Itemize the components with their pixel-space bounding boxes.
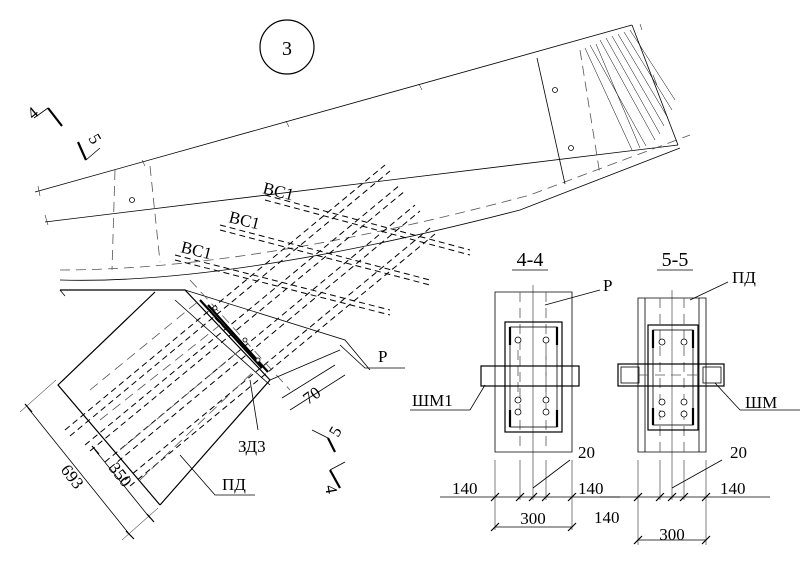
view-number-marker: 3 (259, 19, 315, 75)
section-5-5-label-pd: ПД (732, 268, 756, 287)
section-mark-5-bottom: 5 (325, 423, 346, 440)
section-5-5-dim-140-right: 140 (720, 479, 746, 498)
section-mark-4-bottom: 4 (321, 483, 341, 495)
section-5-5-title: 5-5 (662, 249, 689, 271)
leader-pd-main: ПД (179, 454, 255, 496)
bolts-group: ВС1 ВС1 ВС1 (64, 164, 471, 487)
section-4-4-dim-300: 300 (520, 509, 546, 528)
label-zd3: ЗД3 (238, 437, 266, 456)
section-mark-4-top: 4 (23, 103, 42, 123)
plate-shm1 (480, 365, 580, 387)
section-5-5-label-shm: ШМ (745, 393, 777, 412)
section-4-4-label-r: Р (603, 276, 612, 295)
lower-block (57, 279, 371, 506)
section-5-5-dim-140-left: 140 (594, 508, 620, 527)
section-mark-5-top: 5 (85, 131, 106, 148)
section-4-4-dim-140-right: 140 (578, 479, 604, 498)
upper-beam (34, 23, 691, 281)
section-4-4-label-shm1: ШМ1 (412, 391, 453, 410)
dimension-693-350: 693 350 (19, 379, 159, 541)
section-4-4-title: 4-4 (517, 249, 544, 271)
bolt-label-bs1-c: ВС1 (179, 237, 214, 263)
view-number: 3 (282, 38, 292, 60)
main-view: 3 4 (19, 19, 691, 541)
section-mark-lower: 5 4 (311, 423, 346, 496)
section-4-4-dim-20: 20 (578, 443, 595, 462)
section-5-5-dim-300: 300 (659, 525, 685, 544)
label-r-main: Р (378, 347, 387, 366)
section-mark-upper: 4 5 (23, 103, 106, 161)
section-4-4-dim-140-left: 140 (452, 479, 478, 498)
leader-zd3: ЗД3 (238, 379, 266, 456)
bolt-label-bs1-b: ВС1 (227, 207, 262, 233)
dimension-70: 70 (281, 364, 346, 411)
end-hatch (584, 24, 679, 151)
section-4-4: 4-4 Р ШМ1 20 140 140 300 (410, 249, 620, 532)
section-5-5: 5-5 ПД ШМ 20 140 140 30 (594, 249, 800, 545)
leader-r-main: Р (339, 344, 405, 369)
section-5-5-dim-20: 20 (730, 443, 747, 462)
label-pd-main: ПД (222, 475, 246, 494)
dim-70: 70 (299, 383, 324, 408)
dim-693: 693 (57, 461, 88, 493)
plate-shm (617, 363, 725, 387)
